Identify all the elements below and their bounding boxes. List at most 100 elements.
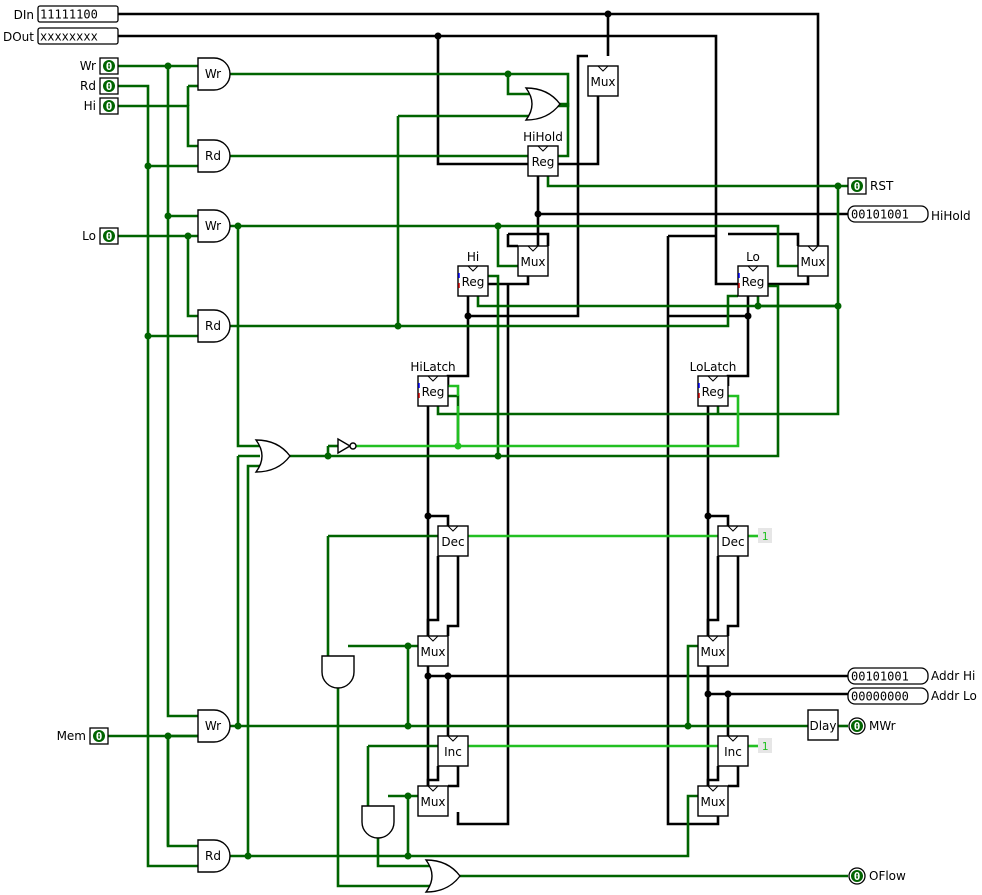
lo-value: 0 (106, 230, 113, 243)
mux-hi-addr[interactable]: Mux (417, 635, 449, 667)
reg-label: Reg (702, 385, 725, 399)
dec-hi[interactable]: Dec (437, 525, 469, 557)
mux-hi-inc[interactable]: Mux (417, 785, 449, 817)
reg-lo-name: Lo (746, 250, 760, 264)
hi-value: 0 (106, 100, 113, 113)
rd-value: 0 (106, 80, 113, 93)
dout-value: xxxxxxxx (40, 30, 98, 44)
rst-input[interactable]: 0 (847, 177, 867, 195)
mem-label: Mem (57, 729, 86, 743)
din-label: DIn (14, 8, 34, 22)
wr-input[interactable]: 0 (99, 57, 119, 75)
inc-label: Inc (724, 745, 742, 759)
reg-label: Reg (532, 155, 555, 169)
or-gate-latch[interactable] (254, 439, 291, 473)
din-input[interactable]: 11111100 (37, 5, 119, 23)
active-wires (356, 384, 758, 748)
svg-text:1: 1 (762, 530, 769, 543)
rd-label: Rd (80, 79, 96, 93)
reg-label: Reg (422, 385, 445, 399)
reg-label: Reg (742, 275, 765, 289)
active-junctions (454, 442, 462, 450)
lo-input[interactable]: 0 (99, 227, 119, 245)
hihold-value: 00101001 (851, 208, 909, 222)
mux-label: Mux (700, 645, 725, 659)
mux-label: Mux (700, 795, 725, 809)
inc-lo[interactable]: Inc (717, 735, 749, 767)
dout-label: DOut (3, 30, 34, 44)
dout-input[interactable]: xxxxxxxx (37, 27, 119, 45)
control-junctions (144, 62, 842, 860)
and-gate-label: Rd (205, 849, 221, 863)
rst-label: RST (870, 179, 894, 193)
and-gate-label: Wr (205, 719, 221, 733)
and-gate-dec[interactable] (321, 655, 355, 689)
oflow-output: 0 (848, 867, 866, 885)
mux-label: Mux (800, 255, 825, 269)
dec-label: Dec (441, 535, 464, 549)
and-gate-rd-1[interactable]: Rd (197, 139, 231, 173)
or-gate-hihold[interactable] (524, 87, 561, 121)
and-gate-label: Wr (205, 219, 221, 233)
oflow-value: 0 (854, 870, 861, 883)
mwr-label: MWr (869, 719, 896, 733)
mux-label: Mux (420, 645, 445, 659)
mux-lo-addr[interactable]: Mux (697, 635, 729, 667)
hihold-label: HiHold (931, 209, 971, 223)
mux-label: Mux (420, 795, 445, 809)
and-gate-wr-2[interactable]: Wr (197, 209, 231, 243)
addr-hi-output: 00101001 (847, 667, 929, 685)
reg-lolatch-name: LoLatch (690, 360, 737, 374)
and-gate-rd-2[interactable]: Rd (197, 309, 231, 343)
mux-hihold[interactable]: Mux (587, 65, 619, 97)
dec-label: Dec (721, 535, 744, 549)
dlay-label: Dlay (809, 719, 836, 733)
mem-value: 0 (96, 730, 103, 743)
wr-value: 0 (106, 60, 113, 73)
reg-hihold-name: HiHold (523, 130, 563, 144)
addr-lo-label: Addr Lo (931, 689, 977, 703)
mwr-value: 0 (854, 720, 861, 733)
and-gate-label: Rd (205, 319, 221, 333)
rst-value: 0 (854, 180, 861, 193)
addr-lo-value: 00000000 (851, 690, 909, 704)
rd-input[interactable]: 0 (99, 77, 119, 95)
reg-hilatch[interactable]: Reg (417, 375, 449, 407)
inc-label: Inc (444, 745, 462, 759)
delay-block[interactable]: Dlay (807, 709, 839, 741)
and-gate-wr-3[interactable]: Wr (197, 709, 231, 743)
reg-label: Reg (462, 275, 485, 289)
bus-junctions (424, 10, 752, 698)
mux-lo[interactable]: Mux (797, 245, 829, 277)
not-gate[interactable] (337, 437, 357, 455)
addr-lo-output: 00000000 (847, 687, 929, 705)
mux-lo-inc[interactable]: Mux (697, 785, 729, 817)
addr-hi-label: Addr Hi (931, 669, 975, 683)
and-gate-inc[interactable] (361, 805, 395, 839)
reg-lo[interactable]: Reg (737, 265, 769, 297)
control-wires (108, 64, 848, 888)
reg-hi[interactable]: Reg (457, 265, 489, 297)
or-gate-oflow[interactable] (424, 859, 461, 893)
oflow-label: OFlow (869, 869, 906, 883)
svg-text:1: 1 (762, 740, 769, 753)
reg-lolatch[interactable]: Reg (697, 375, 729, 407)
hi-input[interactable]: 0 (99, 97, 119, 115)
mem-input[interactable]: 0 (89, 727, 109, 745)
inc-hi[interactable]: Inc (437, 735, 469, 767)
mux-label: Mux (590, 75, 615, 89)
inc-constant: 1 (758, 738, 772, 753)
and-gate-label: Wr (205, 67, 221, 81)
hi-label: Hi (84, 99, 96, 113)
hihold-output: 00101001 (847, 205, 929, 223)
and-gate-wr-1[interactable]: Wr (197, 57, 231, 91)
reg-hi-name: Hi (467, 250, 479, 264)
mux-label: Mux (520, 255, 545, 269)
din-value: 11111100 (40, 8, 98, 22)
reg-hihold[interactable]: Reg (527, 145, 559, 177)
dec-lo[interactable]: Dec (717, 525, 749, 557)
addr-hi-value: 00101001 (851, 670, 909, 684)
mux-hi[interactable]: Mux (517, 245, 549, 277)
and-gate-rd-3[interactable]: Rd (197, 839, 231, 873)
